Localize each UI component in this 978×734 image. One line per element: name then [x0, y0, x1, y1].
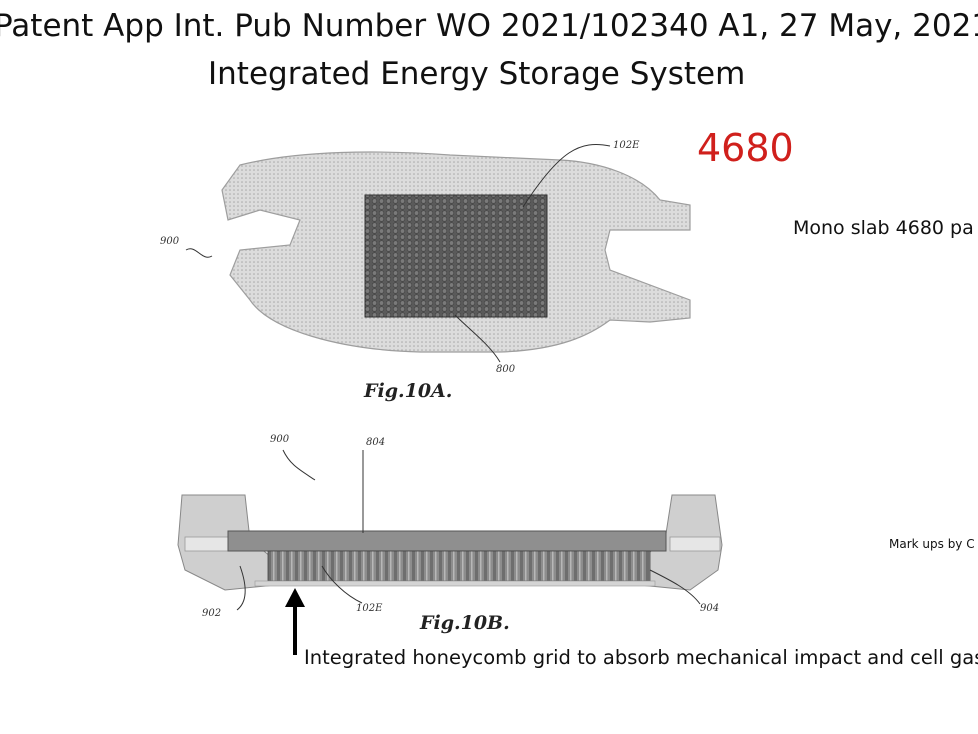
honeycomb-caption: Integrated honeycomb grid to absorb mech…: [304, 646, 978, 669]
ref-902: 902: [202, 608, 222, 619]
markups-credit: Mark ups by C: [889, 537, 975, 551]
ref-102e-b: 102E: [356, 603, 383, 614]
page-title-line1: Patent App Int. Pub Number WO 2021/10234…: [0, 8, 978, 44]
ref-800: 800: [496, 364, 516, 375]
ref-102e-a: 102E: [613, 140, 640, 151]
cell-format-label: 4680: [697, 126, 794, 170]
ref-904: 904: [700, 603, 720, 614]
figure-10b-caption: Fig.10B.: [420, 612, 510, 634]
page-title-line2: Integrated Energy Storage System: [208, 56, 746, 92]
ref-900-b: 900: [270, 434, 290, 445]
figure-10a-caption: Fig.10A.: [364, 380, 453, 402]
ref-900-a: 900: [160, 236, 180, 247]
ref-804: 804: [366, 437, 386, 448]
side-note: Mono slab 4680 pa: [793, 217, 974, 239]
